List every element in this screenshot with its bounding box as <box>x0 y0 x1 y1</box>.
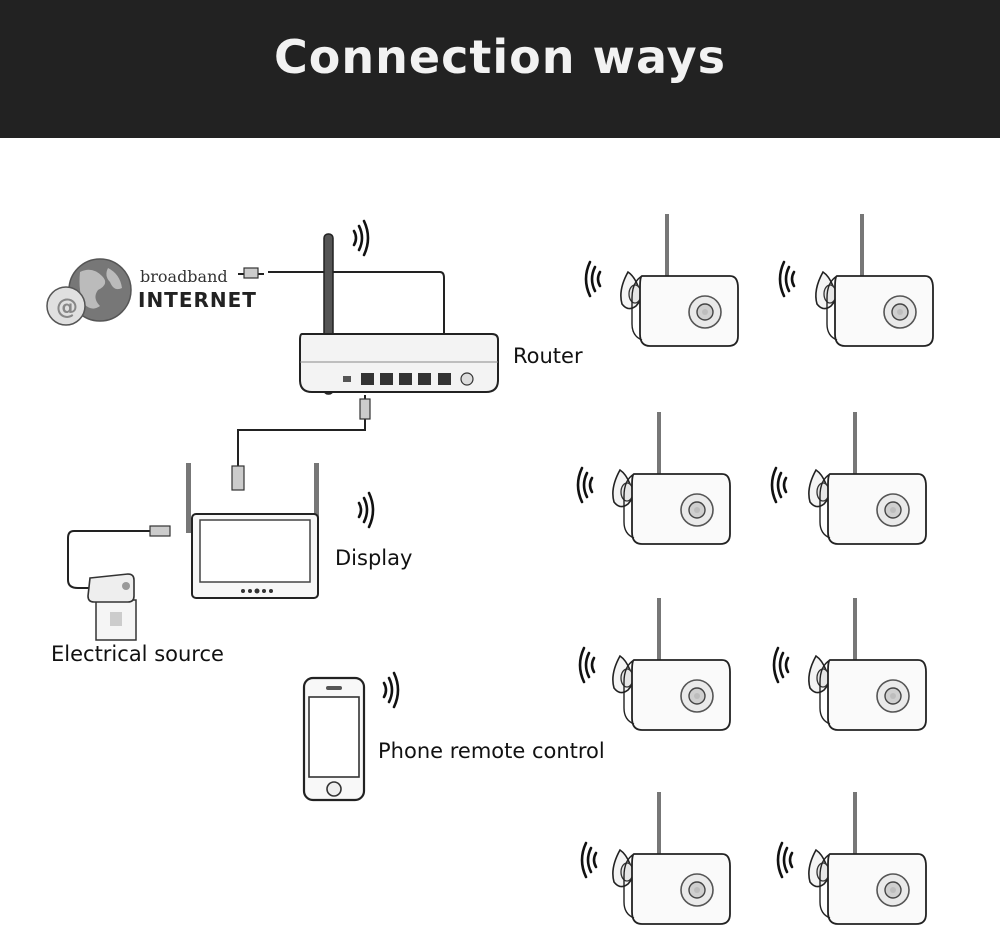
internet-globe-icon: @ <box>46 258 132 326</box>
router-label: Router <box>513 344 583 368</box>
camera-2 <box>778 213 934 347</box>
svg-text:@: @ <box>56 295 78 320</box>
electrical-source-label: Electrical source <box>51 642 224 666</box>
router-display-cable <box>231 395 371 491</box>
internet-big-label: INTERNET <box>138 288 257 312</box>
display-monitor-icon <box>186 463 319 599</box>
power-outlet-icon <box>87 573 137 641</box>
phone-icon <box>302 676 366 802</box>
phone-wifi-icon <box>382 671 400 709</box>
page-title: Connection ways <box>274 30 726 84</box>
internet-small-label: broadband <box>140 267 228 286</box>
header-bar: Connection ways <box>0 0 1000 138</box>
phone-remote-label: Phone remote control <box>378 739 605 763</box>
camera-5 <box>578 597 731 731</box>
camera-4 <box>770 411 927 545</box>
display-wifi-icon <box>357 491 375 529</box>
display-label: Display <box>335 546 413 570</box>
camera-7 <box>580 791 731 925</box>
camera-6 <box>772 597 927 731</box>
camera-1 <box>584 213 739 347</box>
camera-3 <box>576 411 731 545</box>
router-icon <box>299 233 499 395</box>
power-cable <box>67 525 171 589</box>
connection-diagram: @ broadband INTERNET <box>46 213 934 925</box>
router-wifi-icon <box>352 219 370 257</box>
camera-8 <box>776 791 927 925</box>
